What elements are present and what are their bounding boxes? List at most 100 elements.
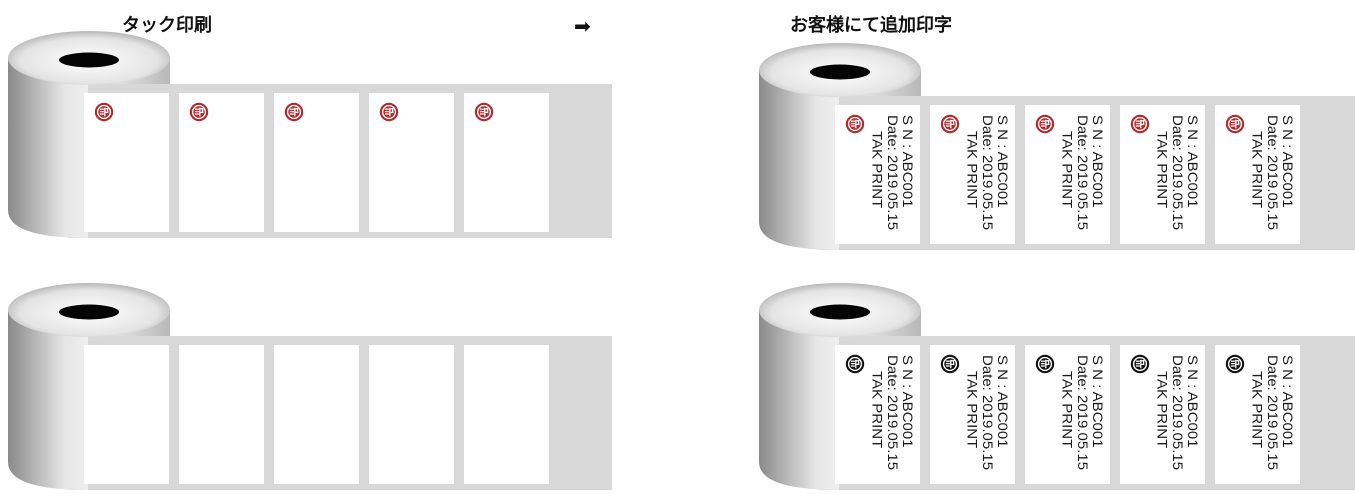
tak-logo-icon-mark <box>189 102 209 122</box>
label-sheet <box>274 345 359 484</box>
date-text: Date: 2019.05.15 <box>1264 115 1280 231</box>
tak-logo-icon <box>1130 114 1150 134</box>
serial-number-text: S N : ABC001 <box>1184 355 1200 448</box>
serial-number-text: S N : ABC001 <box>899 115 915 208</box>
date-text: Date: 2019.05.15 <box>1169 115 1185 231</box>
label-sheet <box>274 93 359 232</box>
arrow-right-icon: ➡ <box>574 14 591 38</box>
before-heading: タック印刷 <box>122 15 212 36</box>
label-roll-preprinted-red <box>8 31 620 240</box>
tak-logo-icon <box>474 102 494 122</box>
tak-logo-icon <box>94 102 114 122</box>
tak-logo-icon-mark <box>1035 354 1055 374</box>
tak-logo-icon-mark <box>940 354 960 374</box>
roll-core-hole <box>810 304 870 320</box>
tak-logo-icon <box>845 114 865 134</box>
serial-number-text: S N : ABC001 <box>1089 115 1105 208</box>
tak-logo-icon-mark <box>1225 354 1245 374</box>
date-text: Date: 2019.05.15 <box>979 355 995 471</box>
date-text: Date: 2019.05.15 <box>884 355 900 471</box>
serial-number-text: S N : ABC001 <box>994 115 1010 208</box>
label-sheet <box>179 345 264 484</box>
company-text: TAK PRINT <box>869 371 885 449</box>
label-roll-blank <box>8 283 620 492</box>
label-sheet <box>179 93 264 232</box>
date-text: Date: 2019.05.15 <box>884 115 900 231</box>
tak-logo-icon-mark <box>1130 114 1150 134</box>
serial-number-text: S N : ABC001 <box>1279 355 1295 448</box>
tak-logo-icon <box>940 114 960 134</box>
label-sheet <box>464 93 549 232</box>
date-text: Date: 2019.05.15 <box>1264 355 1280 471</box>
after-heading: お客様にて追加印字 <box>790 15 952 36</box>
tak-logo-icon <box>1225 354 1245 374</box>
label-sheet <box>464 345 549 484</box>
label-sheet <box>84 93 169 232</box>
label-sheet <box>84 345 169 484</box>
tak-logo-icon <box>940 354 960 374</box>
serial-number-text: S N : ABC001 <box>1279 115 1295 208</box>
tak-logo-icon <box>1035 354 1055 374</box>
label-sheet <box>369 345 454 484</box>
label-sheet <box>369 93 454 232</box>
serial-number-text: S N : ABC001 <box>1184 115 1200 208</box>
tak-logo-icon <box>845 354 865 374</box>
roll-core-hole <box>59 304 119 320</box>
tak-logo-icon-mark <box>284 102 304 122</box>
tak-logo-icon <box>1035 114 1055 134</box>
tak-logo-icon-mark <box>845 114 865 134</box>
company-text: TAK PRINT <box>1249 131 1265 209</box>
company-text: TAK PRINT <box>1059 131 1075 209</box>
serial-number-text: S N : ABC001 <box>899 355 915 448</box>
tak-logo-icon <box>379 102 399 122</box>
tak-logo-icon-mark <box>94 102 114 122</box>
tak-logo-icon-mark <box>940 114 960 134</box>
company-text: TAK PRINT <box>1154 131 1170 209</box>
tak-logo-icon <box>1130 354 1150 374</box>
company-text: TAK PRINT <box>964 131 980 209</box>
company-text: TAK PRINT <box>1059 371 1075 449</box>
company-text: TAK PRINT <box>1249 371 1265 449</box>
company-text: TAK PRINT <box>964 371 980 449</box>
tak-logo-icon-mark <box>1225 114 1245 134</box>
tak-logo-icon <box>1225 114 1245 134</box>
date-text: Date: 2019.05.15 <box>979 115 995 231</box>
date-text: Date: 2019.05.15 <box>1074 355 1090 471</box>
date-text: Date: 2019.05.15 <box>1169 355 1185 471</box>
company-text: TAK PRINT <box>869 131 885 209</box>
date-text: Date: 2019.05.15 <box>1074 115 1090 231</box>
tak-logo-icon <box>189 102 209 122</box>
tak-logo-icon-mark <box>1130 354 1150 374</box>
company-text: TAK PRINT <box>1154 371 1170 449</box>
serial-number-text: S N : ABC001 <box>1089 355 1105 448</box>
tak-logo-icon-mark <box>845 354 865 374</box>
tak-logo-icon-mark <box>474 102 494 122</box>
roll-core-hole <box>59 52 119 68</box>
roll-core-hole <box>810 64 870 80</box>
tak-logo-icon-mark <box>379 102 399 122</box>
tak-logo-icon <box>284 102 304 122</box>
serial-number-text: S N : ABC001 <box>994 355 1010 448</box>
